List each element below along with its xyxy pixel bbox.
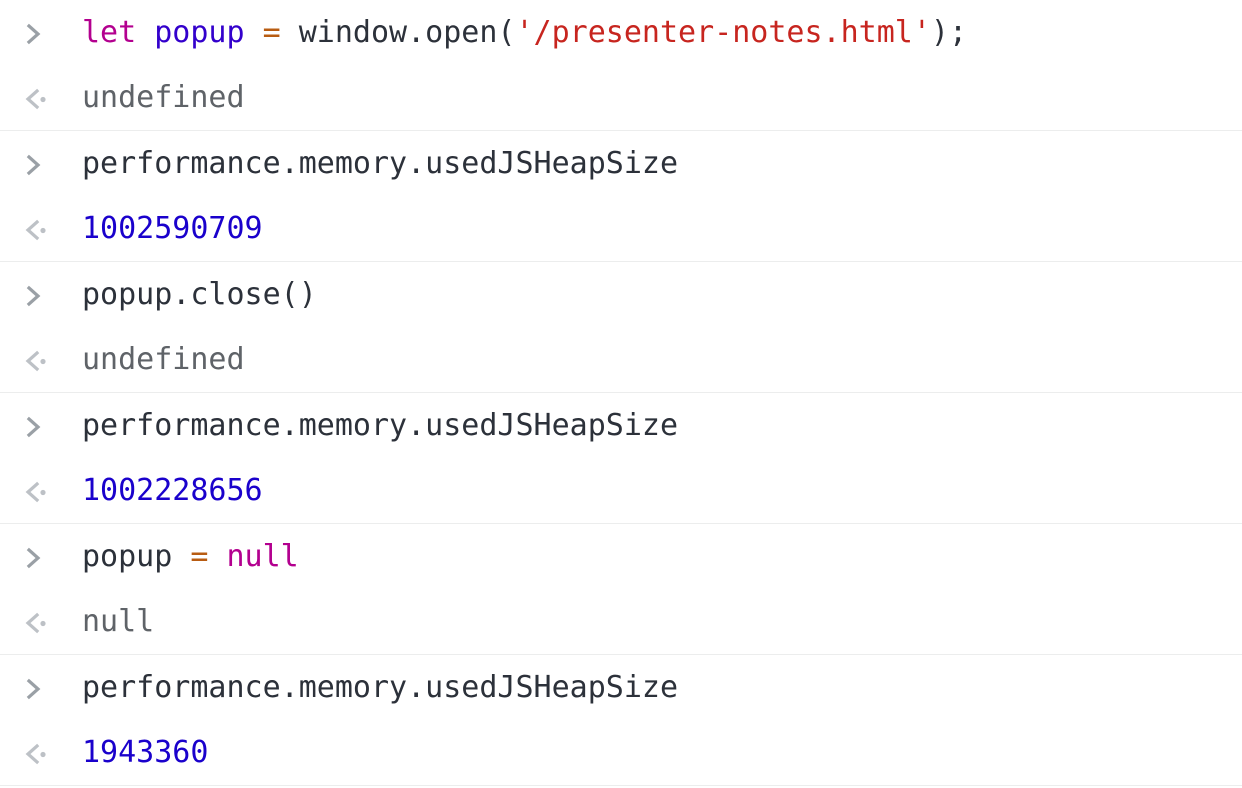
console-output-row[interactable]: null xyxy=(0,589,1242,654)
chevron-right-icon xyxy=(24,524,68,589)
console-input-row[interactable]: popup.close() xyxy=(0,262,1242,327)
chevron-left-dot-icon xyxy=(24,720,68,785)
console-entry-group: performance.memory.usedJSHeapSize 1002228… xyxy=(0,393,1242,524)
console-output-row[interactable]: 1002228656 xyxy=(0,458,1242,523)
code-token-keyword: let xyxy=(82,14,137,50)
console-output-value: 1002228656 xyxy=(82,472,263,508)
code-token-plain xyxy=(245,15,263,50)
chevron-right-icon xyxy=(24,0,68,65)
console-input-row[interactable]: performance.memory.usedJSHeapSize xyxy=(0,393,1242,458)
code-token-plain xyxy=(172,539,190,574)
code-token-plain: popup xyxy=(82,538,173,574)
console-output-row[interactable]: undefined xyxy=(0,65,1242,130)
chevron-right-icon xyxy=(24,655,68,720)
code-token-plain: window.open( xyxy=(280,14,516,50)
console-output-row[interactable]: undefined xyxy=(0,327,1242,392)
console-output-row[interactable]: 1943360 xyxy=(0,720,1242,785)
code-token-plain: performance.memory.usedJSHeapSize xyxy=(82,145,679,181)
chevron-right-icon xyxy=(24,393,68,458)
code-token-plain: ); xyxy=(930,14,968,50)
chevron-left-dot-icon xyxy=(24,65,68,130)
code-token-string: '/presenter-notes.html' xyxy=(515,14,931,50)
console-input-expression: popup = null xyxy=(68,539,299,575)
code-token-plain: popup.close() xyxy=(82,276,317,312)
console-entry-group: popup.close() undefined xyxy=(0,262,1242,393)
console-output-value: 1002590709 xyxy=(82,210,263,246)
console-output-value: undefined xyxy=(82,341,245,377)
console-entry-group: performance.memory.usedJSHeapSize 1002590… xyxy=(0,131,1242,262)
console-output-value: 1943360 xyxy=(82,734,209,770)
console-output-value: null xyxy=(82,603,155,639)
code-token-operator: = xyxy=(262,14,281,50)
console-entry-group: performance.memory.usedJSHeapSize 1943360 xyxy=(0,655,1242,786)
chevron-left-dot-icon xyxy=(24,327,68,392)
code-token-null: null xyxy=(226,538,299,574)
code-token-var: popup xyxy=(154,14,245,50)
console-input-row[interactable]: performance.memory.usedJSHeapSize xyxy=(0,131,1242,196)
console-entry-group: let popup = window.open('/presenter-note… xyxy=(0,0,1242,131)
console-output-value: undefined xyxy=(82,79,245,115)
console-input-expression: performance.memory.usedJSHeapSize xyxy=(68,670,678,706)
code-token-plain xyxy=(208,539,226,574)
code-token-operator: = xyxy=(190,538,209,574)
code-token-plain: performance.memory.usedJSHeapSize xyxy=(82,669,679,705)
console-output-row[interactable]: 1002590709 xyxy=(0,196,1242,261)
console-input-expression: popup.close() xyxy=(68,277,317,313)
chevron-right-icon xyxy=(24,262,68,327)
console-input-expression: let popup = window.open('/presenter-note… xyxy=(68,15,967,51)
code-token-plain: performance.memory.usedJSHeapSize xyxy=(82,407,679,443)
chevron-left-dot-icon xyxy=(24,589,68,654)
code-token-plain xyxy=(136,15,154,50)
console-input-row[interactable]: performance.memory.usedJSHeapSize xyxy=(0,655,1242,720)
console-input-expression: performance.memory.usedJSHeapSize xyxy=(68,146,678,182)
console-input-expression: performance.memory.usedJSHeapSize xyxy=(68,408,678,444)
console-input-row[interactable]: let popup = window.open('/presenter-note… xyxy=(0,0,1242,65)
console-input-row[interactable]: popup = null xyxy=(0,524,1242,589)
chevron-left-dot-icon xyxy=(24,196,68,261)
chevron-left-dot-icon xyxy=(24,458,68,523)
chevron-right-icon xyxy=(24,131,68,196)
